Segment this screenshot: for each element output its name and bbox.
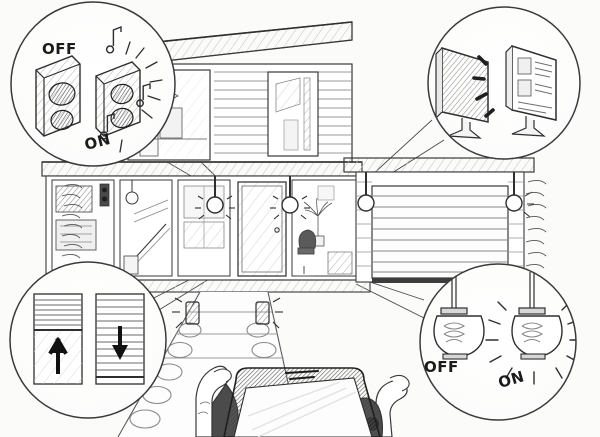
garage-roof bbox=[343, 157, 535, 173]
entry-door bbox=[237, 181, 287, 277]
callout-blinds bbox=[9, 261, 167, 419]
path-light-right bbox=[255, 297, 283, 329]
screen-off bbox=[435, 46, 489, 139]
callout-lamps: OFF ON bbox=[419, 263, 577, 421]
left-hand bbox=[195, 365, 239, 437]
garage-door[interactable] bbox=[371, 185, 509, 279]
screen-text-lines bbox=[517, 61, 553, 114]
lamp-off bbox=[433, 272, 485, 360]
sound-rays bbox=[119, 41, 163, 153]
screen-content-block-2 bbox=[517, 79, 532, 97]
kitchen-area bbox=[177, 179, 231, 277]
office-chair bbox=[296, 229, 317, 277]
indoor-pendant-light-1 bbox=[195, 176, 235, 220]
shrubs-right bbox=[525, 179, 547, 269]
garage-light-left bbox=[357, 172, 375, 212]
hands-holding-tablet bbox=[195, 365, 410, 437]
lamp-off-label: OFF bbox=[424, 358, 459, 376]
door-handle[interactable] bbox=[274, 227, 280, 233]
blind-raised bbox=[33, 293, 83, 385]
office-room bbox=[291, 179, 357, 277]
callout-screens bbox=[427, 6, 581, 160]
upper-right-window bbox=[267, 71, 319, 157]
speaker-off-label: OFF bbox=[42, 40, 77, 58]
lamp-on bbox=[485, 272, 576, 385]
indoor-pendant-light-2 bbox=[270, 176, 310, 220]
screen-on bbox=[505, 44, 557, 137]
screen-glow-dashes bbox=[472, 55, 495, 118]
garage-light-right bbox=[505, 172, 534, 218]
indoor-tv bbox=[55, 185, 93, 213]
speaker-on bbox=[95, 61, 141, 137]
wall-speaker bbox=[99, 183, 110, 207]
blind-lowered bbox=[95, 293, 145, 385]
speaker-off bbox=[35, 55, 81, 137]
bulb-filament bbox=[443, 322, 466, 343]
tablet-device[interactable] bbox=[223, 367, 381, 437]
garage bbox=[343, 157, 535, 283]
tablet-speaker-grille bbox=[285, 370, 319, 380]
callout-speakers: OFF ON bbox=[10, 1, 176, 167]
speaker-on-label: ON bbox=[83, 130, 113, 154]
path-light-left bbox=[172, 297, 200, 329]
music-notes bbox=[100, 25, 151, 140]
stair-hall bbox=[119, 179, 173, 277]
screen-content-block-1 bbox=[517, 57, 532, 75]
